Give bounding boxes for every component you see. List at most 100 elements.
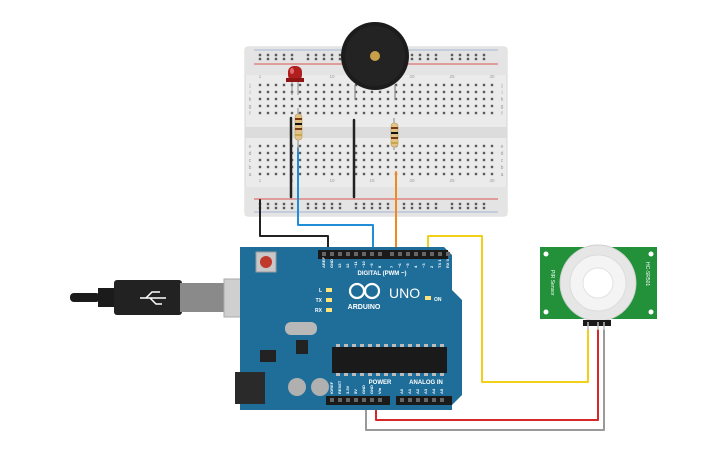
breadboard-column-number: 25 (449, 74, 455, 79)
digital-pin[interactable] (398, 252, 402, 256)
wire-black-ground (259, 199, 329, 253)
digital-pin[interactable] (406, 252, 410, 256)
digital-pin-label: 2 (429, 265, 434, 268)
breadboard-row-label: i (249, 90, 250, 96)
digital-header-label: DIGITAL (PWM ~) (358, 271, 407, 277)
resistor-led[interactable] (294, 108, 303, 152)
usb-icon (140, 291, 166, 305)
analog-pin[interactable] (424, 398, 428, 402)
power-pin[interactable] (346, 398, 350, 402)
breadboard-row-label: i (501, 90, 502, 96)
power-pin-label: GND (369, 385, 374, 394)
breadboard-column-number: 20 (409, 74, 415, 79)
digital-pin[interactable] (378, 252, 382, 256)
digital-pin[interactable] (330, 252, 334, 256)
atmega-chip (332, 347, 447, 373)
breadboard-row-label: g (249, 104, 252, 110)
breadboard-column-number: 30 (489, 178, 495, 183)
digital-pin-label: TX 1 (437, 259, 442, 268)
breadboard-column-number: 10 (329, 178, 335, 183)
resistor-buzzer[interactable] (390, 118, 399, 150)
power-pin[interactable] (370, 398, 374, 402)
analog-pin[interactable] (432, 398, 436, 402)
analog-pin-label: A3 (423, 388, 428, 394)
analog-pin-label: A4 (431, 388, 436, 394)
power-header-label: POWER (369, 380, 392, 386)
breadboard-row-label: a (501, 172, 504, 178)
breadboard-row-label: e (249, 144, 252, 150)
usb-cable (70, 278, 265, 318)
led-rx-label: RX (315, 308, 323, 314)
digital-pin-label: ~10 (361, 260, 366, 268)
power-pin-label: 3.3V (345, 385, 350, 394)
power-pin[interactable] (338, 398, 342, 402)
digital-pin[interactable] (446, 252, 450, 256)
digital-pin-label: 8 (377, 265, 382, 268)
breadboard-column-number: 25 (449, 178, 455, 183)
power-pin-label: Vin (377, 387, 382, 394)
digital-pin-label: ~6 (397, 263, 402, 268)
power-pin[interactable] (354, 398, 358, 402)
digital-pin-label: 13 (337, 263, 342, 268)
breadboard-row-label: e (501, 144, 504, 150)
power-header-pins (330, 398, 444, 402)
power-pin[interactable] (378, 398, 382, 402)
digital-pin[interactable] (414, 252, 418, 256)
breadboard-row-label: j (248, 83, 250, 89)
analog-pin-label: A0 (399, 388, 404, 394)
power-pin[interactable] (330, 398, 334, 402)
digital-pin-label: 7 (389, 265, 394, 268)
analog-pin[interactable] (400, 398, 404, 402)
piezo-buzzer[interactable] (341, 22, 409, 100)
analog-pin[interactable] (408, 398, 412, 402)
wires (259, 116, 605, 431)
pir-label-right: HC-SR501 (644, 262, 650, 286)
digital-pin[interactable] (346, 252, 350, 256)
digital-pin-label: 4 (413, 265, 418, 268)
breadboard-column-number: 1 (259, 178, 262, 183)
digital-pin-label: GND (329, 259, 334, 268)
breadboard-row-label: f (249, 111, 251, 117)
red-led[interactable] (286, 66, 304, 95)
breadboard-column-number: 30 (489, 74, 495, 79)
pir-sensor[interactable]: PIR Sensor HC-SR501 (540, 244, 657, 330)
breadboard-row-label: d (501, 151, 504, 157)
analog-header-label: ANALOG IN (409, 380, 443, 386)
breadboard-column-number: 20 (409, 178, 415, 183)
digital-pin[interactable] (370, 252, 374, 256)
analog-pin[interactable] (416, 398, 420, 402)
breadboard-row-label: h (501, 97, 504, 103)
analog-pin[interactable] (440, 398, 444, 402)
wire-yellow-signal (427, 235, 589, 383)
digital-pin[interactable] (322, 252, 326, 256)
led-tx-label: TX (316, 298, 323, 304)
breadboard-row-label: c (501, 158, 504, 164)
digital-pin[interactable] (430, 252, 434, 256)
digital-pin-label: ~9 (369, 263, 374, 268)
breadboard-column-number: 1 (259, 74, 262, 79)
dc-power-jack[interactable] (235, 372, 265, 404)
digital-pin[interactable] (390, 252, 394, 256)
digital-pin[interactable] (438, 252, 442, 256)
power-pin-label: RESET (337, 380, 342, 394)
analog-pin-label: A5 (439, 388, 444, 394)
digital-header (318, 250, 448, 259)
pir-label-left: PIR Sensor (549, 270, 555, 296)
power-pin-label: IOREF (329, 381, 334, 394)
wire-gray-ground (365, 329, 605, 431)
breadboard-row-label: a (249, 172, 252, 178)
digital-pin-label: 12 (345, 263, 350, 268)
digital-pin[interactable] (362, 252, 366, 256)
digital-pin[interactable] (354, 252, 358, 256)
power-pin[interactable] (362, 398, 366, 402)
breadboard-column-number: 15 (369, 178, 375, 183)
digital-pin[interactable] (338, 252, 342, 256)
breadboard-row-label: g (501, 104, 504, 110)
digital-pin[interactable] (422, 252, 426, 256)
breadboard-holes (258, 53, 494, 210)
breadboard-row-label: d (249, 151, 252, 157)
